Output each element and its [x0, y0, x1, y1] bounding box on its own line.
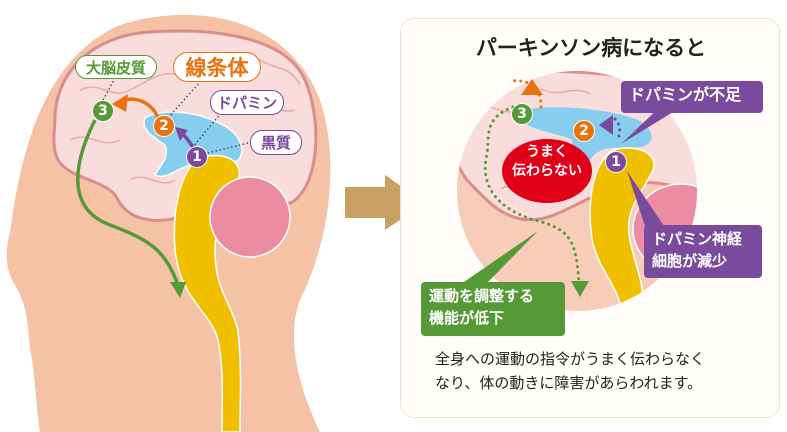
step-1-marker: 1	[605, 151, 627, 173]
dopamine-shortage-callout: ドパミンが不足	[621, 81, 763, 113]
label-cortex: 大脳皮質	[75, 55, 157, 79]
caption: 全身への運動の指令がうまく伝わらなく なり、体の動きに障害があらわれます。	[435, 350, 706, 392]
cerebellum	[209, 176, 291, 258]
label-striatum: 線条体	[173, 52, 261, 82]
label-substantia-nigra: 黒質	[250, 130, 302, 155]
panel-title: パーキンソン病になると	[475, 36, 707, 60]
motor-decline-callout: 運動を調整する 機能が低下	[421, 282, 565, 336]
step-2-marker: 2	[153, 115, 175, 137]
step-3-marker: 3	[511, 103, 533, 125]
label-dopamine: ドパミン	[210, 90, 284, 115]
step-2-marker: 2	[573, 120, 595, 142]
step-3-marker: 3	[92, 100, 114, 122]
parkinsons-panel: パーキンソン病になると 3 2 1 うまく 伝わらない ドパミンが不足 ドパミン…	[400, 18, 780, 418]
not-transmitted-text: うまく 伝わらない	[512, 144, 582, 179]
step-1-marker: 1	[186, 146, 208, 168]
not-transmitted-bubble	[502, 139, 592, 203]
neuron-decrease-callout: ドパミン神経 細胞が減少	[644, 225, 762, 278]
